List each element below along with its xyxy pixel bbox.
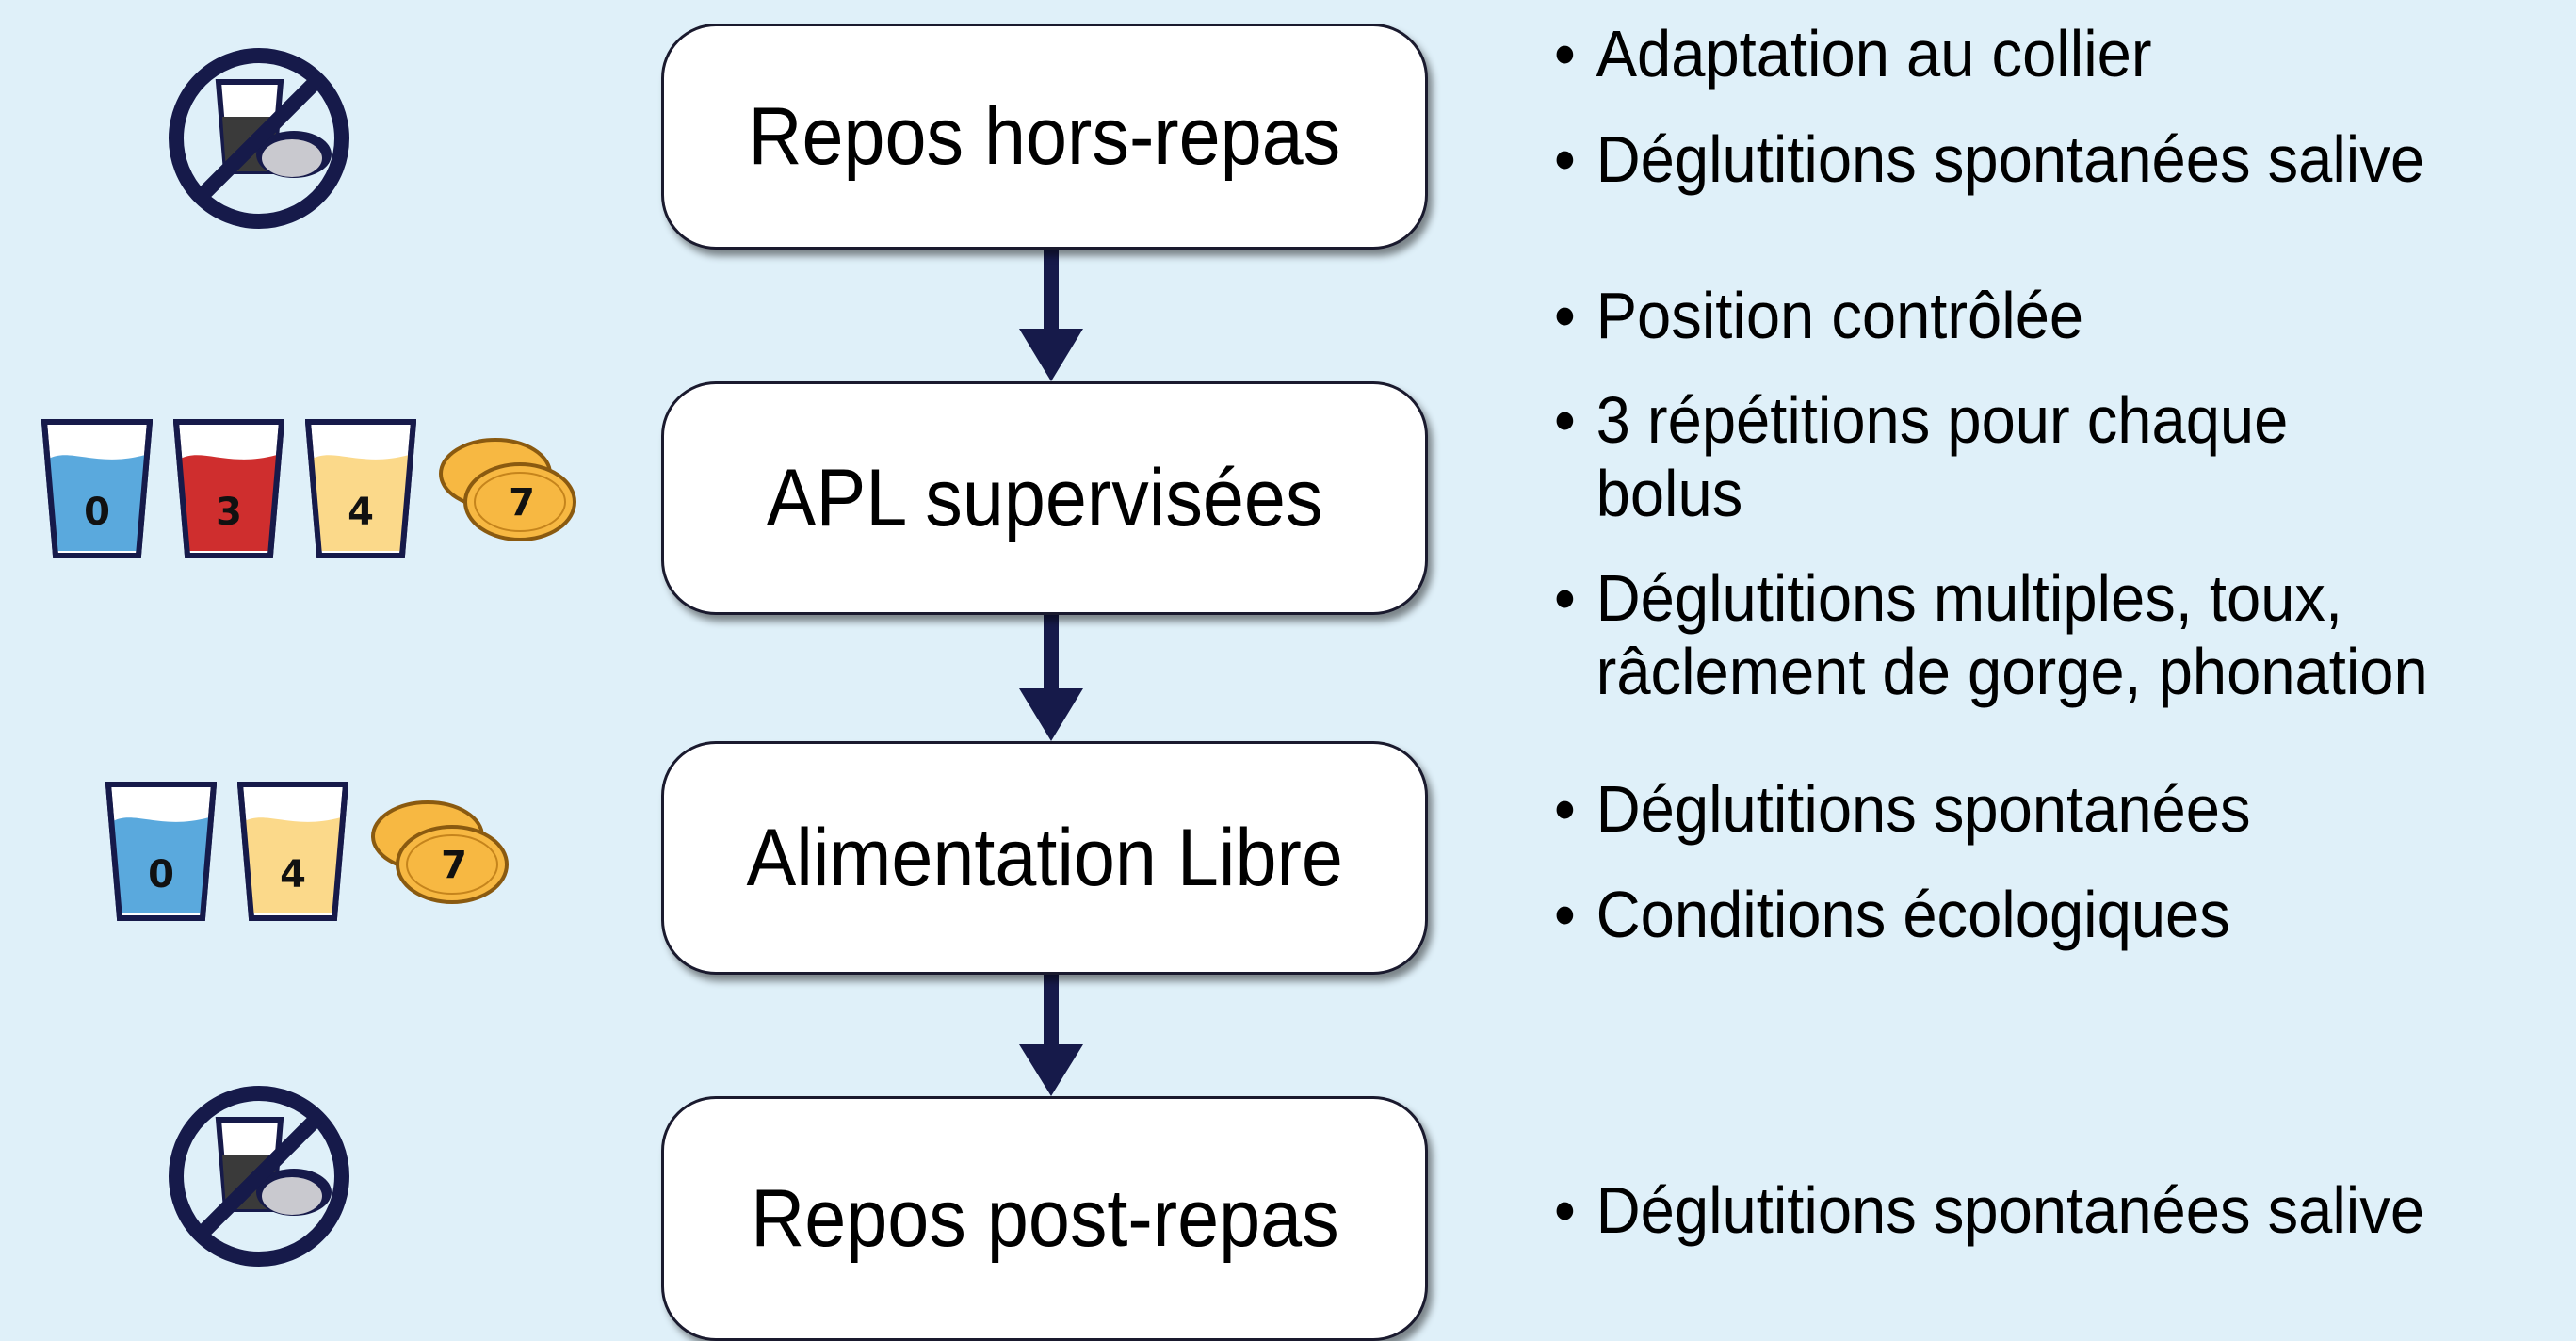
note-item: •Position contrôlée xyxy=(1554,279,2084,352)
cup-icon: 4 xyxy=(237,782,348,921)
notes-step-3: •Déglutitions spontanées •Conditions éco… xyxy=(1554,772,2303,951)
bolus-number: 3 xyxy=(216,491,242,534)
bolus-number: 0 xyxy=(84,491,110,534)
cup-icon: 0 xyxy=(105,782,217,921)
no-food-no-drink-icon xyxy=(169,1086,349,1267)
cup-icon: 3 xyxy=(173,419,284,558)
notes-step-1: •Adaptation au collier •Déglutitions spo… xyxy=(1554,17,2490,196)
bolus-icons-step-2: 0 3 4 7 xyxy=(41,419,588,560)
bolus-number: 4 xyxy=(348,491,374,534)
cup-icon: 4 xyxy=(305,419,416,558)
note-item: •Déglutitions multiples, toux, râclement… xyxy=(1554,561,2428,708)
notes-step-2: •Position contrôlée •3 répétitions pour … xyxy=(1554,279,2494,708)
note-item: •Adaptation au collier xyxy=(1554,17,2152,90)
cup-icon: 0 xyxy=(41,419,153,558)
bolus-icons-step-3: 0 4 7 xyxy=(105,782,520,923)
note-item: •Déglutitions spontanées xyxy=(1554,772,2251,846)
step-label: Repos post-repas xyxy=(750,1172,1339,1264)
notes-step-4: •Déglutitions spontanées salive xyxy=(1554,1173,2490,1247)
note-item: •Déglutitions spontanées salive xyxy=(1554,122,2425,196)
no-food-no-drink-icon xyxy=(169,48,349,229)
bolus-number: 0 xyxy=(148,853,174,897)
bolus-number: 7 xyxy=(509,481,535,525)
step-label: APL supervisées xyxy=(766,452,1323,543)
step-box-repos-post-repas: Repos post-repas xyxy=(661,1096,1428,1341)
arrow-down-1 xyxy=(1019,250,1083,381)
note-item: •Conditions écologiques xyxy=(1554,878,2230,951)
bolus-number: 4 xyxy=(280,853,306,897)
arrow-down-3 xyxy=(1019,975,1083,1096)
note-item: •3 répétitions pour chaque bolus xyxy=(1554,383,2289,530)
step-label: Repos hors-repas xyxy=(748,90,1341,182)
biscuit-icon: 7 xyxy=(371,800,509,904)
note-item: •Déglutitions spontanées salive xyxy=(1554,1173,2425,1247)
step-box-repos-hors-repas: Repos hors-repas xyxy=(661,24,1428,250)
step-box-apl-supervisees: APL supervisées xyxy=(661,381,1428,615)
step-label: Alimentation Libre xyxy=(746,812,1343,903)
biscuit-icon: 7 xyxy=(439,438,576,541)
step-box-alimentation-libre: Alimentation Libre xyxy=(661,741,1428,975)
arrow-down-2 xyxy=(1019,615,1083,741)
bolus-number: 7 xyxy=(441,844,467,887)
